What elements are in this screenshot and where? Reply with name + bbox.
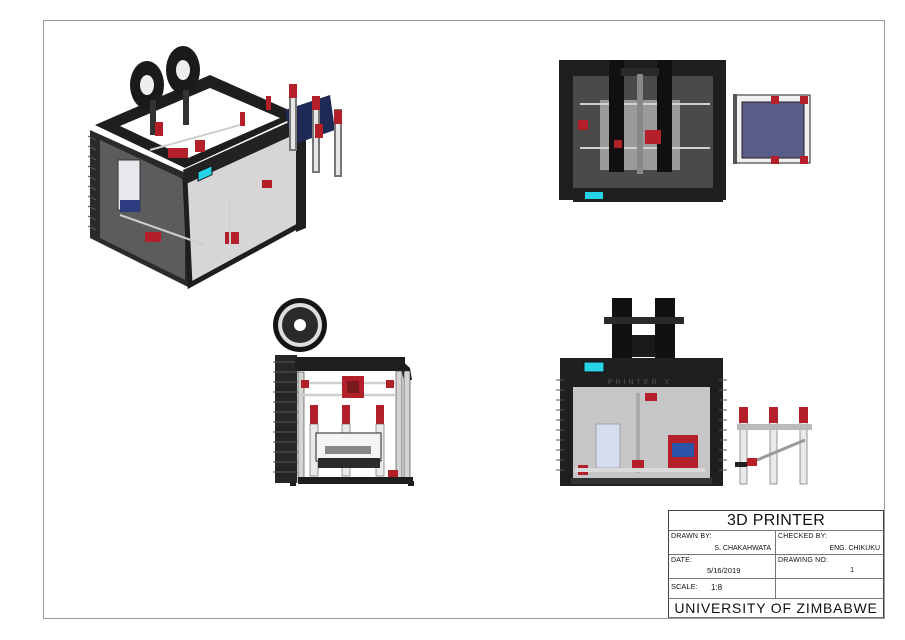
organization-name: UNIVERSITY OF ZIMBABWE xyxy=(674,600,878,616)
drawing-no-cell: DRAWING NO: 1 xyxy=(776,555,884,578)
drawn-by-cell: DRAWN BY: S. CHAKAHWATA xyxy=(669,531,776,554)
projection-cell xyxy=(776,579,884,598)
isometric-view xyxy=(87,46,342,290)
iso-bed-stand xyxy=(285,84,342,177)
names-row: DRAWN BY: S. CHAKAHWATA CHECKED BY: ENG.… xyxy=(669,531,883,555)
scale-label: SCALE: xyxy=(671,582,698,591)
checked-by-label: CHECKED BY: xyxy=(778,533,828,540)
date-cell: DATE: 5/16/2019 xyxy=(669,555,776,578)
drawing-title: 3D PRINTER xyxy=(726,512,826,529)
scale-row: SCALE: 1:8 xyxy=(669,579,883,599)
lcd-screen xyxy=(197,165,213,182)
lcd-screen-top xyxy=(585,192,603,199)
scale-value: 1:8 xyxy=(711,583,723,592)
lcd-screen-front xyxy=(583,361,605,373)
front-view: PRINTER X xyxy=(556,298,812,486)
filament-spools xyxy=(130,46,200,135)
checked-by-value: ENG. CHIKUKU xyxy=(829,545,880,552)
title-row: 3D PRINTER xyxy=(669,511,883,531)
sheet-border xyxy=(43,20,885,619)
date-label: DATE: xyxy=(671,557,693,564)
drawn-by-value: S. CHAKAHWATA xyxy=(714,545,771,552)
front-label: PRINTER X xyxy=(608,379,672,386)
date-row: DATE: 5/16/2019 DRAWING NO: 1 xyxy=(669,555,883,579)
side-view xyxy=(273,298,414,486)
top-view xyxy=(559,60,811,202)
organization-row: UNIVERSITY OF ZIMBABWE xyxy=(669,599,883,618)
scale-cell: SCALE: 1:8 xyxy=(669,579,776,598)
checked-by-cell: CHECKED BY: ENG. CHIKUKU xyxy=(776,531,884,554)
drawing-no-value: 1 xyxy=(850,567,854,574)
drawn-by-label: DRAWN BY: xyxy=(671,533,712,540)
front-bed-stand xyxy=(735,407,812,485)
date-value: 5/16/2019 xyxy=(707,566,741,575)
title-block: 3D PRINTER DRAWN BY: S. CHAKAHWATA CHECK… xyxy=(668,510,884,618)
drawing-no-label: DRAWING NO: xyxy=(778,557,829,564)
